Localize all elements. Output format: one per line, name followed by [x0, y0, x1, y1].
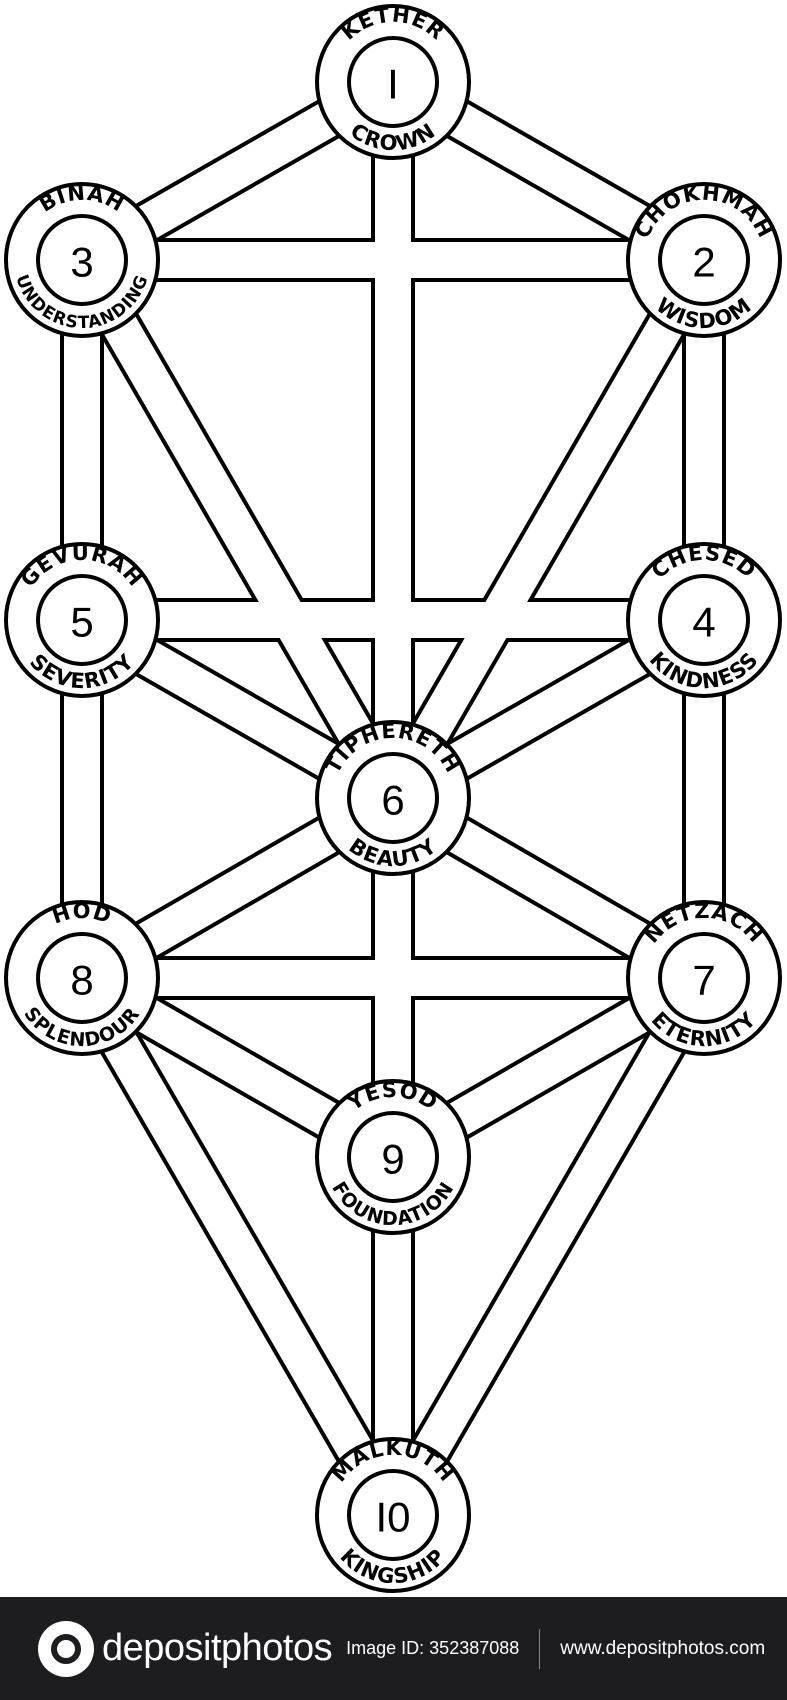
- image-id-label: Image ID: 352387088: [346, 1638, 520, 1658]
- sephirah-number: I: [387, 61, 399, 108]
- sephirah-inner-circle: [36, 932, 128, 1024]
- camera-logo-icon: [38, 1620, 94, 1677]
- sephirah-inner-circle: [36, 214, 128, 306]
- sephirah-number: 2: [692, 239, 715, 286]
- path-netzach-malkuth: [377, 968, 720, 1525]
- sephirah-number: 9: [381, 1136, 404, 1183]
- sephirah-inner-circle: [658, 574, 750, 666]
- sephirah-number: 4: [692, 599, 715, 646]
- sephirah-number: 7: [692, 957, 715, 1004]
- path-hod-malkuth: [66, 968, 409, 1525]
- sephirah-inner-circle: [347, 1111, 439, 1203]
- sephirah-number: I0: [375, 1494, 410, 1541]
- watermark-footer: depositphotos Image ID: 352387088 www.de…: [0, 1597, 787, 1700]
- sephirah-inner-circle: [658, 214, 750, 306]
- sephirah-inner-circle: [347, 752, 439, 844]
- sephirah-inner-circle: [347, 1469, 439, 1561]
- path-binah-tiphereth: [66, 250, 409, 808]
- brand-name: depositphotos: [102, 1627, 333, 1669]
- site-url-link[interactable]: www.depositphotos.com: [560, 1637, 766, 1659]
- footer-divider: [539, 1628, 541, 1669]
- sephirah-inner-circle: [347, 36, 439, 128]
- brand[interactable]: depositphotos: [38, 1620, 333, 1677]
- sephirah-number: 8: [70, 957, 93, 1004]
- sephirah-number: 3: [70, 239, 93, 286]
- sephirah-inner-circle: [36, 574, 128, 666]
- sephirah-inner-circle: [658, 932, 750, 1024]
- sephirah-number: 5: [70, 599, 93, 646]
- path-chokhmah-tiphereth: [377, 250, 720, 808]
- sephirah-number: 6: [381, 777, 404, 824]
